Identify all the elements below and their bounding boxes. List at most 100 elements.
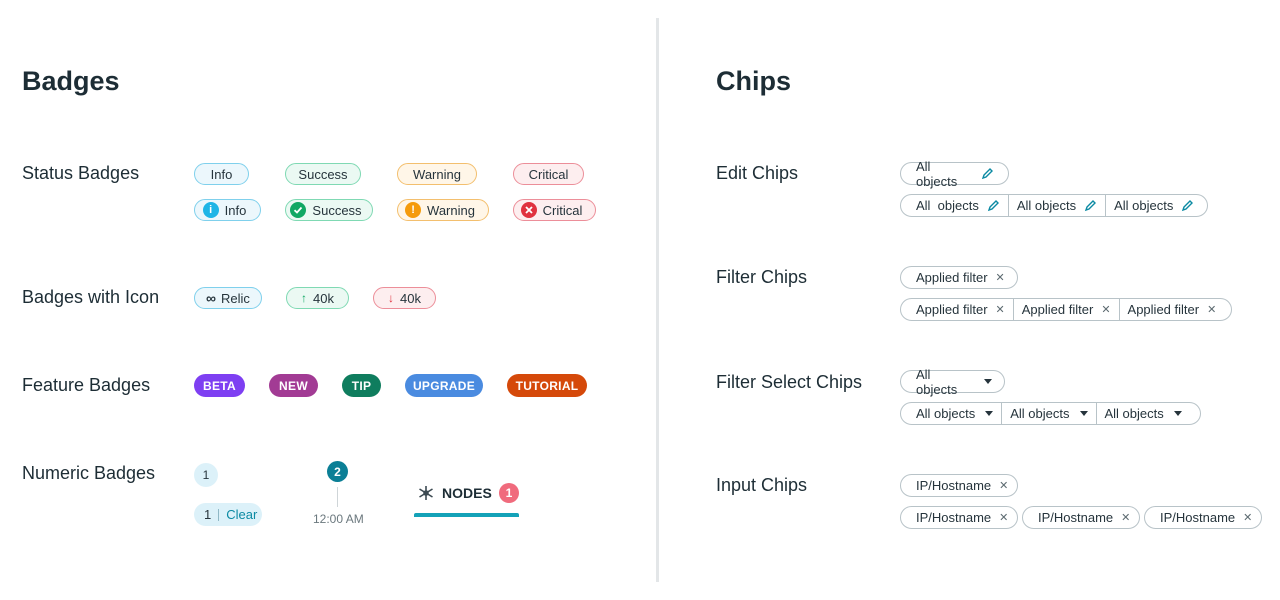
- success-badge: Success: [285, 163, 361, 185]
- critical-icon-badge: Critical: [513, 199, 596, 221]
- input-chip-text: IP/Hostname: [1160, 510, 1236, 525]
- success-icon-badge: Success: [285, 199, 373, 221]
- filter-chip-text: Applied filter: [916, 270, 988, 285]
- filter-select-text: All objects: [916, 366, 958, 397]
- status-badges-label: Status Badges: [22, 163, 140, 183]
- filter-select-text: All objects: [916, 406, 976, 421]
- clear-link[interactable]: Clear: [226, 507, 258, 522]
- warning-icon-badge-text: Warning: [427, 202, 475, 218]
- active-tab-indicator: [414, 513, 519, 517]
- edit-chip-segment[interactable]: All objects: [901, 195, 1008, 216]
- nodes-label: NODES: [442, 485, 492, 501]
- numeric-clear-count: 1: [204, 507, 212, 522]
- timeline-line: [337, 487, 338, 507]
- relic-badge: ∞Relic: [194, 287, 262, 309]
- filter-chip-text: Applied filter: [1021, 302, 1094, 317]
- edit-chip-text: All objects: [1016, 198, 1077, 213]
- nodes-tab[interactable]: NODES 1: [414, 480, 519, 518]
- badges-title: Badges: [22, 66, 120, 96]
- success-icon-badge-text: Success: [312, 202, 362, 218]
- critical-badge: Critical: [513, 163, 584, 185]
- input-chip-segment[interactable]: IP/Hostname✕: [901, 475, 1020, 496]
- x-circle-icon: [520, 202, 537, 218]
- info-icon: i: [202, 202, 219, 218]
- warning-badge: Warning: [397, 163, 477, 185]
- close-icon[interactable]: ✕: [999, 480, 1009, 492]
- edit-chip[interactable]: All objects: [900, 159, 1009, 189]
- close-icon[interactable]: ✕: [1101, 304, 1111, 316]
- input-chip-text: IP/Hostname: [1038, 510, 1114, 525]
- edit-chip-segment[interactable]: All objects: [1105, 195, 1206, 216]
- filter-chip-segment[interactable]: Applied filter ✕: [1012, 299, 1119, 320]
- filter-chip-segment[interactable]: Applied filter ✕: [901, 299, 1013, 320]
- close-icon[interactable]: ✕: [1121, 512, 1131, 524]
- edit-chip-text: All objects: [1114, 198, 1174, 213]
- tutorial-badge: TUTORIAL: [507, 374, 587, 397]
- arrow-down-icon: ↓: [388, 291, 395, 305]
- filter-chip-segment[interactable]: Applied filter ✕: [901, 267, 1017, 288]
- filter-select-chip-group: All objects All objects All objects: [900, 402, 1201, 425]
- down-trend-badge-text: 40k: [400, 290, 421, 306]
- beta-badge: BETA: [194, 374, 245, 397]
- input-chip-segment[interactable]: IP/Hostname ✕: [1023, 507, 1142, 528]
- filter-chip-segment[interactable]: Applied filter ✕: [1118, 299, 1229, 320]
- timeline-time: 12:00 AM: [313, 512, 364, 526]
- numeric-badges-label: Numeric Badges: [22, 463, 156, 483]
- filter-select-chip[interactable]: All objects: [900, 367, 1005, 397]
- close-icon[interactable]: ✕: [999, 512, 1009, 524]
- edit-chip-text: All objects: [916, 158, 958, 189]
- chevron-down-icon: [1173, 411, 1182, 416]
- nodes-icon: [417, 484, 435, 507]
- numeric-clear-badge[interactable]: 1 Clear: [194, 503, 262, 526]
- new-badge: NEW: [269, 374, 318, 397]
- input-chip-segment[interactable]: IP/Hostname ✕: [1145, 507, 1264, 528]
- filter-chips-label: Filter Chips: [716, 267, 808, 287]
- pencil-icon[interactable]: [987, 199, 1000, 212]
- timeline-badge: 2: [327, 461, 348, 482]
- chevron-down-icon: [985, 411, 994, 416]
- filter-select-segment[interactable]: All objects: [1001, 403, 1095, 424]
- chevron-down-icon: [984, 379, 992, 384]
- separator: [218, 508, 220, 521]
- filter-select-chips-label: Filter Select Chips: [716, 372, 863, 392]
- filter-select-segment[interactable]: All objects: [901, 403, 1001, 424]
- close-icon[interactable]: ✕: [1243, 512, 1253, 524]
- numeric-badge: 1: [194, 463, 218, 487]
- pencil-icon[interactable]: [981, 167, 994, 180]
- input-chip[interactable]: IP/Hostname✕: [900, 506, 1018, 529]
- info-badge-text: Info: [210, 166, 233, 182]
- info-badge: Info: [194, 163, 249, 185]
- edit-chip-text: All objects: [916, 198, 979, 213]
- arrow-up-icon: ↑: [301, 291, 308, 305]
- close-icon[interactable]: ✕: [1207, 304, 1217, 316]
- upgrade-badge: UPGRADE: [405, 374, 483, 397]
- filter-chip-text: Applied filter: [1127, 302, 1200, 317]
- close-icon[interactable]: ✕: [995, 272, 1005, 284]
- critical-icon-badge-text: Critical: [542, 202, 583, 218]
- input-chip-segment[interactable]: IP/Hostname✕: [901, 507, 1020, 528]
- check-icon: [290, 202, 307, 218]
- filter-chip-text: Applied filter: [916, 302, 988, 317]
- tip-badge: TIP: [342, 374, 381, 397]
- filter-select-segment[interactable]: All objects: [901, 367, 1004, 397]
- edit-chip-segment[interactable]: All objects: [1007, 195, 1105, 216]
- close-icon[interactable]: ✕: [995, 304, 1005, 316]
- badges-with-icon-label: Badges with Icon: [22, 287, 160, 307]
- input-chips-label: Input Chips: [716, 475, 808, 495]
- exclamation-icon: !: [405, 202, 422, 218]
- pencil-icon[interactable]: [1181, 199, 1194, 212]
- input-chip[interactable]: IP/Hostname ✕: [1144, 506, 1262, 529]
- filter-chip-group: Applied filter ✕ Applied filter ✕ Applied …: [900, 298, 1232, 321]
- input-chip[interactable]: IP/Hostname ✕: [1022, 506, 1140, 529]
- chevron-down-icon: [1079, 411, 1088, 416]
- info-icon-badge-text: Info: [224, 202, 247, 218]
- pencil-icon[interactable]: [1084, 199, 1097, 212]
- chips-title: Chips: [716, 66, 792, 96]
- edit-chip-group: All objects All objects All objects: [900, 194, 1208, 217]
- warning-icon-badge: ! Warning: [397, 199, 489, 221]
- input-chip[interactable]: IP/Hostname✕: [900, 474, 1018, 497]
- infinity-icon: ∞: [206, 290, 217, 306]
- filter-chip[interactable]: Applied filter ✕: [900, 266, 1018, 289]
- edit-chip-segment[interactable]: All objects: [901, 159, 1008, 189]
- filter-select-segment[interactable]: All objects: [1095, 403, 1194, 424]
